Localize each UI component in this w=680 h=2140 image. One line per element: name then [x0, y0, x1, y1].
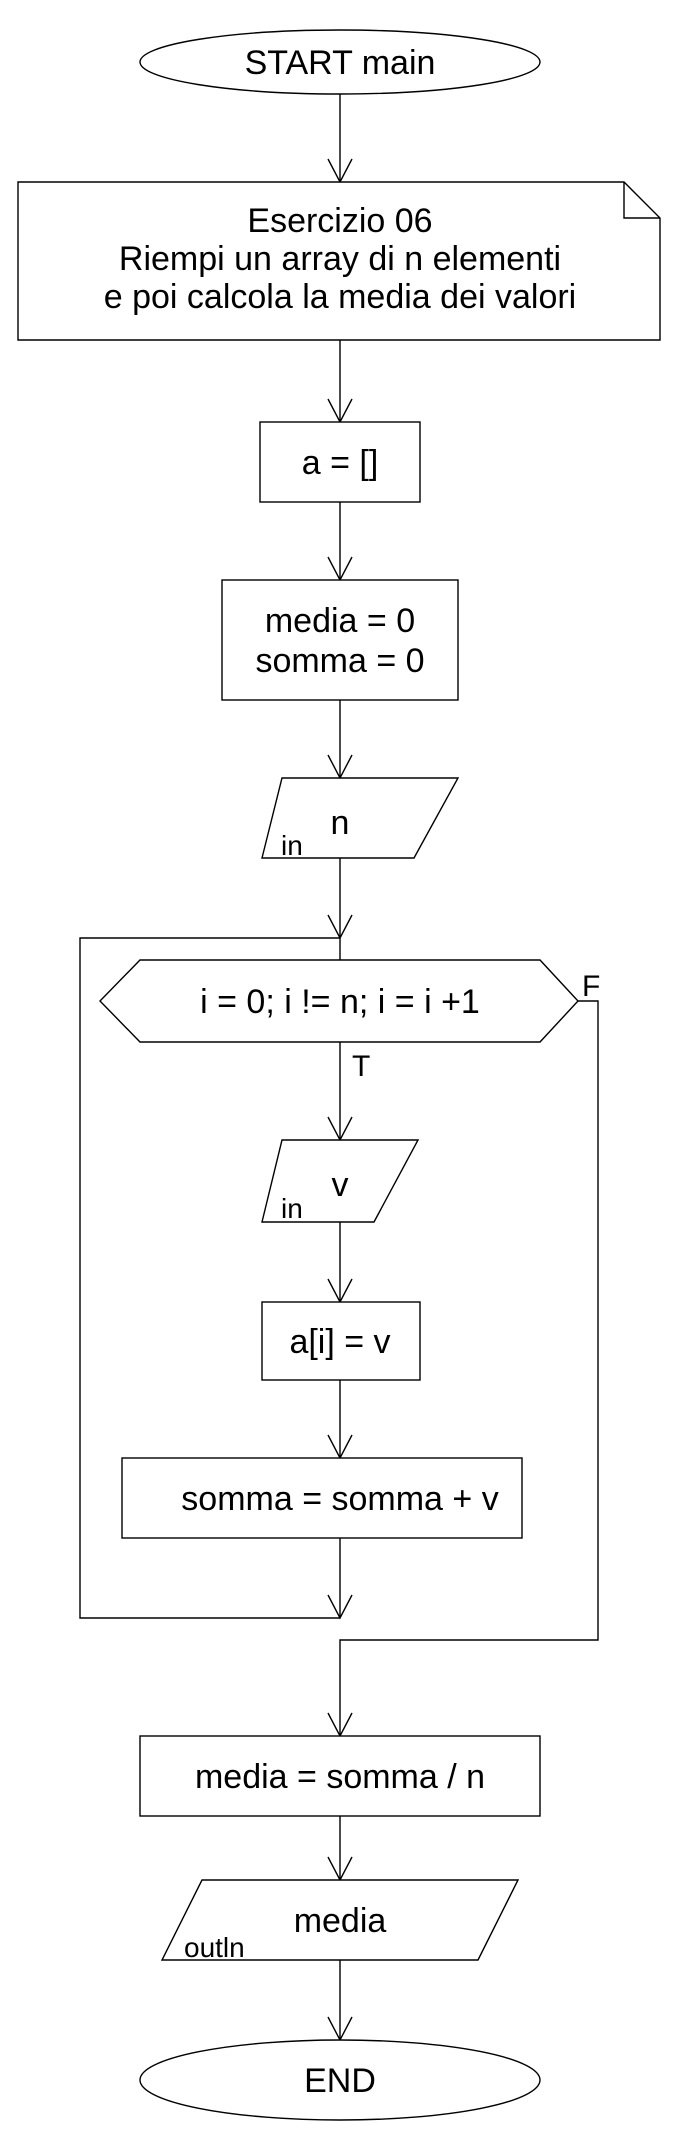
output-media: outln media: [160, 1879, 520, 1963]
connectors: [79, 94, 599, 2040]
comment-line-1: Esercizio 06: [247, 202, 432, 240]
loop-false-label: F: [582, 970, 600, 1003]
init-array-label: a = []: [302, 444, 379, 482]
input-v: in v: [261, 1139, 420, 1224]
accumulate-process: somma = somma + v: [121, 1457, 523, 1539]
average-label: media = somma / n: [195, 1758, 485, 1796]
assign-label: a[i] = v: [289, 1323, 390, 1361]
output-var: media: [294, 1902, 387, 1940]
end-label: END: [304, 2062, 376, 2100]
loop-true-label: T: [352, 1050, 370, 1083]
input-v-tag: in: [281, 1193, 303, 1224]
output-tag: outln: [184, 1932, 245, 1963]
comment-line-3: e poi calcola la media dei valori: [104, 278, 576, 316]
init-vars-process: media = 0 somma = 0: [221, 579, 459, 701]
comment-box: Esercizio 06 Riempi un array di n elemen…: [17, 181, 661, 341]
for-loop-label: i = 0; i != n; i = i +1: [200, 983, 480, 1021]
input-n-tag: in: [281, 830, 303, 861]
init-vars-line-1: media = 0: [265, 602, 415, 640]
init-array-process: a = []: [259, 421, 421, 503]
accumulate-label: somma = somma + v: [181, 1480, 498, 1518]
input-v-var: v: [332, 1166, 349, 1204]
start-terminal: START main: [139, 29, 541, 95]
init-vars-line-2: somma = 0: [255, 642, 424, 680]
for-loop: i = 0; i != n; i = i +1 T F: [99, 959, 600, 1083]
start-label: START main: [245, 44, 436, 82]
assign-process: a[i] = v: [261, 1301, 421, 1381]
input-n: in n: [261, 777, 460, 861]
input-n-var: n: [331, 804, 350, 842]
average-process: media = somma / n: [139, 1735, 541, 1817]
comment-line-2: Riempi un array di n elementi: [119, 240, 561, 278]
end-terminal: END: [139, 2039, 541, 2121]
